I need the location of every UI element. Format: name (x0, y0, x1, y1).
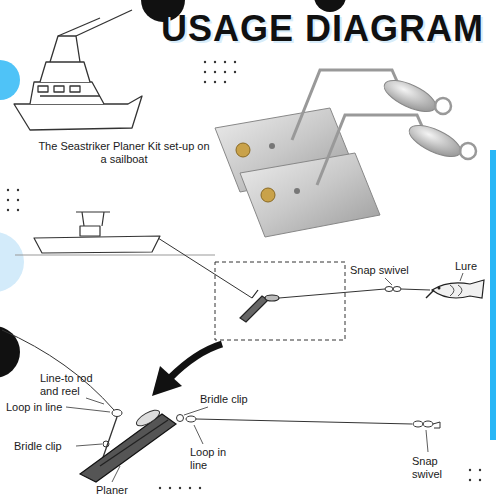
deco-bar (490, 150, 496, 440)
hull (34, 236, 160, 253)
brass-screw (261, 188, 275, 202)
bridle-clip (177, 415, 184, 422)
lead-weight (380, 74, 440, 118)
leader-line (196, 419, 412, 424)
loop (186, 416, 196, 422)
rod-line (2, 330, 114, 410)
zoom-arrow (170, 344, 222, 378)
snap-swivel (413, 421, 440, 428)
planer-photo (240, 115, 476, 237)
detail-frame (215, 262, 345, 340)
screw (269, 143, 275, 149)
boat-drawing (34, 212, 160, 253)
planer-arm (100, 420, 168, 466)
ring (460, 143, 476, 159)
figure-caption: The Seastriker Planer Kit set-up on a sa… (34, 140, 214, 166)
outrigger (58, 18, 100, 36)
part-label: Bridle clip (14, 440, 78, 453)
bridge (40, 62, 90, 82)
planer-body (80, 414, 176, 482)
outrigger (76, 10, 132, 36)
snap-swivel (385, 287, 401, 292)
part-label: Lure (455, 260, 489, 273)
wire-arm (317, 115, 425, 185)
part-label: Bridle clip (200, 393, 270, 406)
part-label: Line-to rod and reel (40, 372, 100, 398)
brass-screw (236, 143, 250, 157)
window (38, 86, 48, 92)
console (80, 226, 100, 236)
callout-leaders (66, 398, 428, 482)
lure (426, 280, 484, 298)
callout-leader (385, 278, 392, 285)
leader-line (279, 289, 385, 298)
planer-small (240, 290, 279, 322)
t-top (76, 212, 110, 226)
fishing-line (158, 238, 252, 298)
zoom-arrowhead (152, 366, 182, 396)
title: USAGE DIAGRAM (161, 8, 484, 50)
bridle-clip (103, 441, 109, 447)
part-label: Planer (96, 484, 146, 497)
tower (50, 36, 80, 62)
screw (294, 188, 300, 194)
deco-circle (0, 60, 20, 100)
lead-weight (134, 407, 162, 429)
part-label: Loop in line (190, 446, 238, 472)
callout-leader (460, 273, 463, 281)
part-label: Snap swivel (412, 455, 460, 481)
boat-drawing (14, 10, 142, 130)
ring (435, 98, 451, 114)
hull-stripe (40, 95, 100, 96)
part-label: Loop in line (6, 401, 68, 414)
leader-line (401, 289, 430, 290)
loop (112, 410, 122, 417)
window (70, 86, 80, 92)
window (54, 86, 64, 92)
deco-circle (0, 232, 24, 292)
deco-dots (7, 61, 481, 489)
part-label: Snap swivel (350, 264, 430, 277)
cabin (30, 82, 104, 104)
wire-arm (292, 70, 400, 140)
lead-weight (405, 119, 465, 163)
planer-plate (240, 153, 380, 237)
